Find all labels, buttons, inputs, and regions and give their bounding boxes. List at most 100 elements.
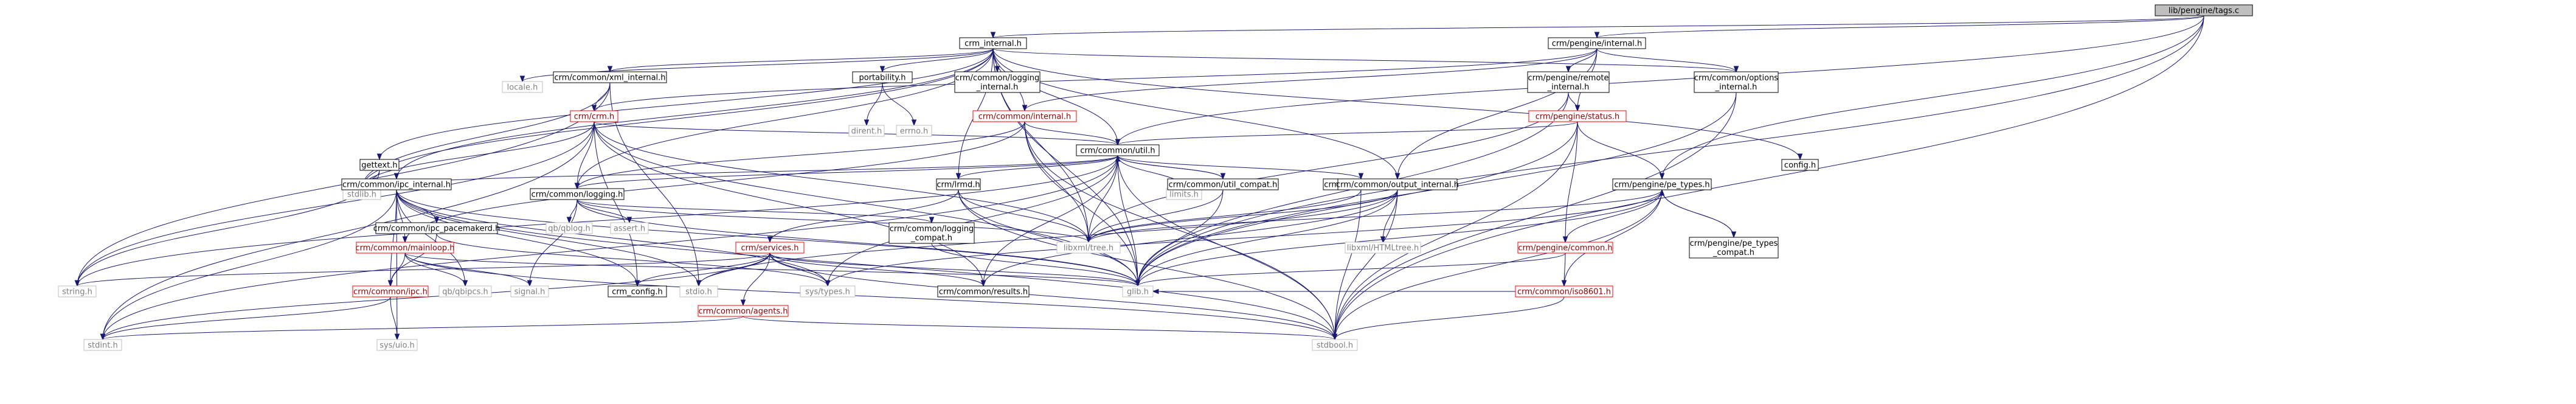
node-agents[interactable]: crm/common/agents.h (698, 305, 789, 317)
node-iso8601[interactable]: crm/common/iso8601.h (1515, 285, 1613, 298)
edge-acl-to-libxml_tree (1085, 189, 1362, 243)
edge-mainloop-to-ipc (387, 252, 406, 287)
node-services[interactable]: crm/services.h (735, 242, 805, 254)
node-pe_types[interactable]: crm/pengine/pe_types.h (1612, 178, 1712, 190)
edge-pe_common-to-iso8601 (1561, 252, 1567, 287)
node-label: crm/common/logging (890, 225, 974, 234)
node-label: qb/qbipcs.h (442, 288, 488, 297)
node-ipc_pacemakerd[interactable]: crm/common/ipc_pacemakerd.h (373, 222, 500, 234)
node-util[interactable]: crm/common/util.h (1076, 144, 1160, 156)
node-label: crm/pengine/pe_types.h (1614, 181, 1709, 190)
node-pengine_internal[interactable]: crm/pengine/internal.h (1548, 37, 1646, 49)
node-sys_types: sys/types.h (800, 285, 856, 298)
node-label: crm/common/agents.h (698, 307, 788, 316)
node-label: crm/common/results.h (939, 288, 1028, 297)
node-ipc_internal[interactable]: crm/common/ipc_internal.h (341, 178, 452, 190)
node-config[interactable]: config.h (1781, 159, 1819, 171)
node-stdint: stdint.h (83, 339, 122, 351)
edge-pe_status-to-util (1115, 121, 1578, 146)
node-label: crm/common/ipc_internal.h (342, 181, 451, 190)
node-label: crm/common/util_compat.h (1169, 181, 1278, 190)
node-output_internal[interactable]: crm/common/output_internal.h (1336, 178, 1459, 190)
edge-logging-to-logging_compat (576, 199, 935, 224)
edge-agents-to-stdbool (743, 316, 1338, 341)
node-label: crm/common/iso8601.h (1517, 288, 1611, 297)
node-xml_internal[interactable]: crm/common/xml_internal.h (553, 71, 667, 83)
edge-iso8601-to-stdbool (1332, 296, 1565, 341)
node-libxml_tree: libxml/tree.h (1056, 242, 1121, 254)
node-logging_internal[interactable]: crm/common/logging_internal.h (954, 71, 1040, 93)
node-ipc[interactable]: crm/common/ipc.h (352, 285, 429, 298)
node-mainloop[interactable]: crm/common/mainloop.h (356, 242, 455, 254)
edge-pe_types-to-iso8601 (1561, 189, 1663, 287)
node-label: crm/crm.h (574, 113, 615, 122)
edge-ipc-to-stdint (100, 296, 391, 341)
node-qblog: qb/qblog.h (545, 222, 593, 234)
node-label: stdbool.h (1317, 341, 1353, 350)
node-logging[interactable]: crm/common/logging.h (530, 188, 625, 200)
edge-pe_status-to-glib (1135, 121, 1578, 287)
edge-output_internal-to-results (980, 189, 1398, 287)
node-label: _compat.h (1712, 248, 1754, 257)
edge-pengine_internal-to-remote_internal (1565, 48, 1598, 73)
node-logging_compat[interactable]: crm/common/logging_compat.h (888, 222, 975, 244)
edge-logging-to-libxml_tree (576, 199, 1092, 243)
node-crm_config[interactable]: crm_config.h (608, 285, 667, 298)
node-common_internal[interactable]: crm/common/internal.h (972, 110, 1077, 122)
node-remote_internal[interactable]: crm/pengine/remote_internal.h (1527, 71, 1610, 93)
edge-gettext-to-string (74, 170, 380, 287)
node-label: locale.h (507, 83, 538, 92)
edge-tags-to-glib (1135, 15, 2204, 287)
node-label: string.h (62, 288, 92, 297)
edge-common_internal-to-util (1024, 121, 1121, 146)
node-label: stdlib.h (347, 190, 376, 200)
node-util_compat[interactable]: crm/common/util_compat.h (1167, 178, 1279, 190)
edge-crm_internal-to-ipc_internal (393, 48, 994, 180)
edge-pe_types-to-libxml_tree (1085, 189, 1663, 243)
node-pe_types_compat[interactable]: crm/pengine/pe_types_compat.h (1689, 237, 1779, 259)
edge-tags-to-crm_internal (990, 15, 2204, 39)
node-pe_status[interactable]: crm/pengine/status.h (1528, 110, 1627, 122)
edge-remote_internal-to-pe_status (1568, 92, 1581, 112)
node-crm_h[interactable]: crm/crm.h (570, 110, 618, 122)
node-label: crm/common/xml_internal.h (554, 74, 665, 83)
edge-portability-to-dirent (864, 82, 883, 127)
node-glib: glib.h (1122, 285, 1154, 298)
node-gettext[interactable]: gettext.h (359, 159, 400, 171)
node-label: crm/lrmd.h (937, 181, 980, 190)
node-dirent: dirent.h (848, 125, 885, 137)
node-results[interactable]: crm/common/results.h (937, 285, 1030, 298)
node-tags: lib/pengine/tags.c (2155, 4, 2253, 16)
node-layer: lib/pengine/tags.c crm_internal.h crm/peng… (58, 4, 2253, 351)
node-label: crm/services.h (741, 244, 798, 253)
node-label: crm/common/logging.h (531, 190, 623, 200)
node-label: crm/pengine/remote (1528, 74, 1608, 83)
edge-ipc_internal-to-stdint (100, 189, 397, 341)
edge-pe_types_compat-to-pe_types (1659, 189, 1734, 238)
node-label: stdio.h (685, 288, 712, 297)
node-sys_uio: sys/uio.h (376, 339, 418, 351)
node-label: gettext.h (361, 161, 397, 170)
node-label: _internal.h (1547, 83, 1590, 92)
node-string: string.h (58, 285, 97, 298)
node-label: _internal.h (976, 83, 1019, 92)
edge-lrmd-to-stdbool (958, 189, 1338, 341)
edge-services-to-crm_config (634, 252, 770, 287)
node-label: crm/common/options (1694, 74, 1778, 83)
edge-pe_types-to-stdbool (1332, 189, 1663, 341)
edge-ipc-to-sys_uio (390, 296, 400, 341)
node-label: crm_internal.h (964, 40, 1022, 49)
node-lrmd[interactable]: crm/lrmd.h (936, 178, 981, 190)
edge-crm_internal-to-options_internal (992, 48, 1739, 73)
edge-xml_internal-to-stdlib (359, 82, 611, 190)
node-limits: limits.h (1166, 188, 1202, 200)
edge-util-to-logging (574, 155, 1118, 190)
edge-util_compat-to-util (1115, 155, 1224, 179)
node-options_internal[interactable]: crm/common/options_internal.h (1694, 71, 1779, 93)
edge-services-to-agents (740, 252, 770, 307)
edge-services-to-stdio (696, 252, 770, 287)
node-label: crm/common/ipc_pacemakerd.h (373, 225, 500, 234)
node-crm_internal[interactable]: crm_internal.h (959, 37, 1027, 49)
node-portability[interactable]: portability.h (852, 71, 913, 83)
node-pe_common[interactable]: crm/pengine/common.h (1517, 242, 1613, 254)
